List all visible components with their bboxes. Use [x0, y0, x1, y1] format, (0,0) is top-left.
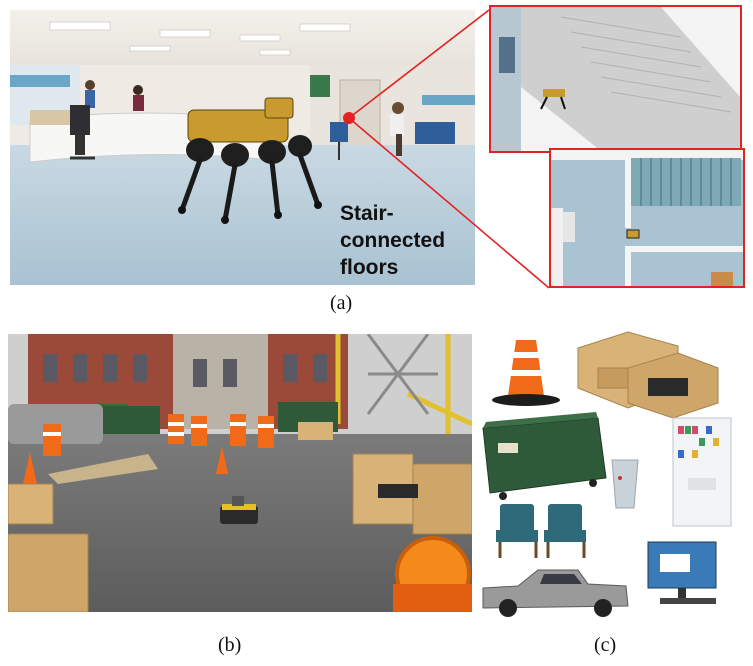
asset-waiting-chairs: [496, 504, 586, 558]
asset-cardboard-boxes: [577, 331, 719, 419]
asset-vending-machine: [672, 417, 732, 527]
asset-computer-monitor: [647, 541, 717, 604]
robot-dog: [178, 97, 322, 224]
traffic-barrels: [23, 414, 274, 484]
asset-pickup-truck: [482, 569, 629, 617]
panel-b-construction-scene: [8, 334, 472, 612]
panel-c-object-assets: [478, 318, 748, 618]
rover-robot: [220, 496, 258, 524]
asset-dumpster: [482, 412, 607, 500]
stair-connected-floors-label: Stair- connected floors: [340, 202, 446, 279]
inset-stairs-view: [489, 5, 742, 153]
asset-trash-can: [611, 459, 639, 509]
callout-lines: [348, 9, 550, 289]
panel-a-office-scene: Stair- connected floors: [10, 10, 475, 285]
inset-floor-map: [549, 148, 745, 288]
caption-b: (b): [218, 634, 242, 656]
caption-a: (a): [330, 292, 353, 314]
asset-traffic-barrel: [492, 340, 560, 406]
robot-dog-mini: [540, 89, 566, 110]
office-scene-illustration: [10, 10, 475, 285]
caption-c: (c): [594, 634, 617, 656]
